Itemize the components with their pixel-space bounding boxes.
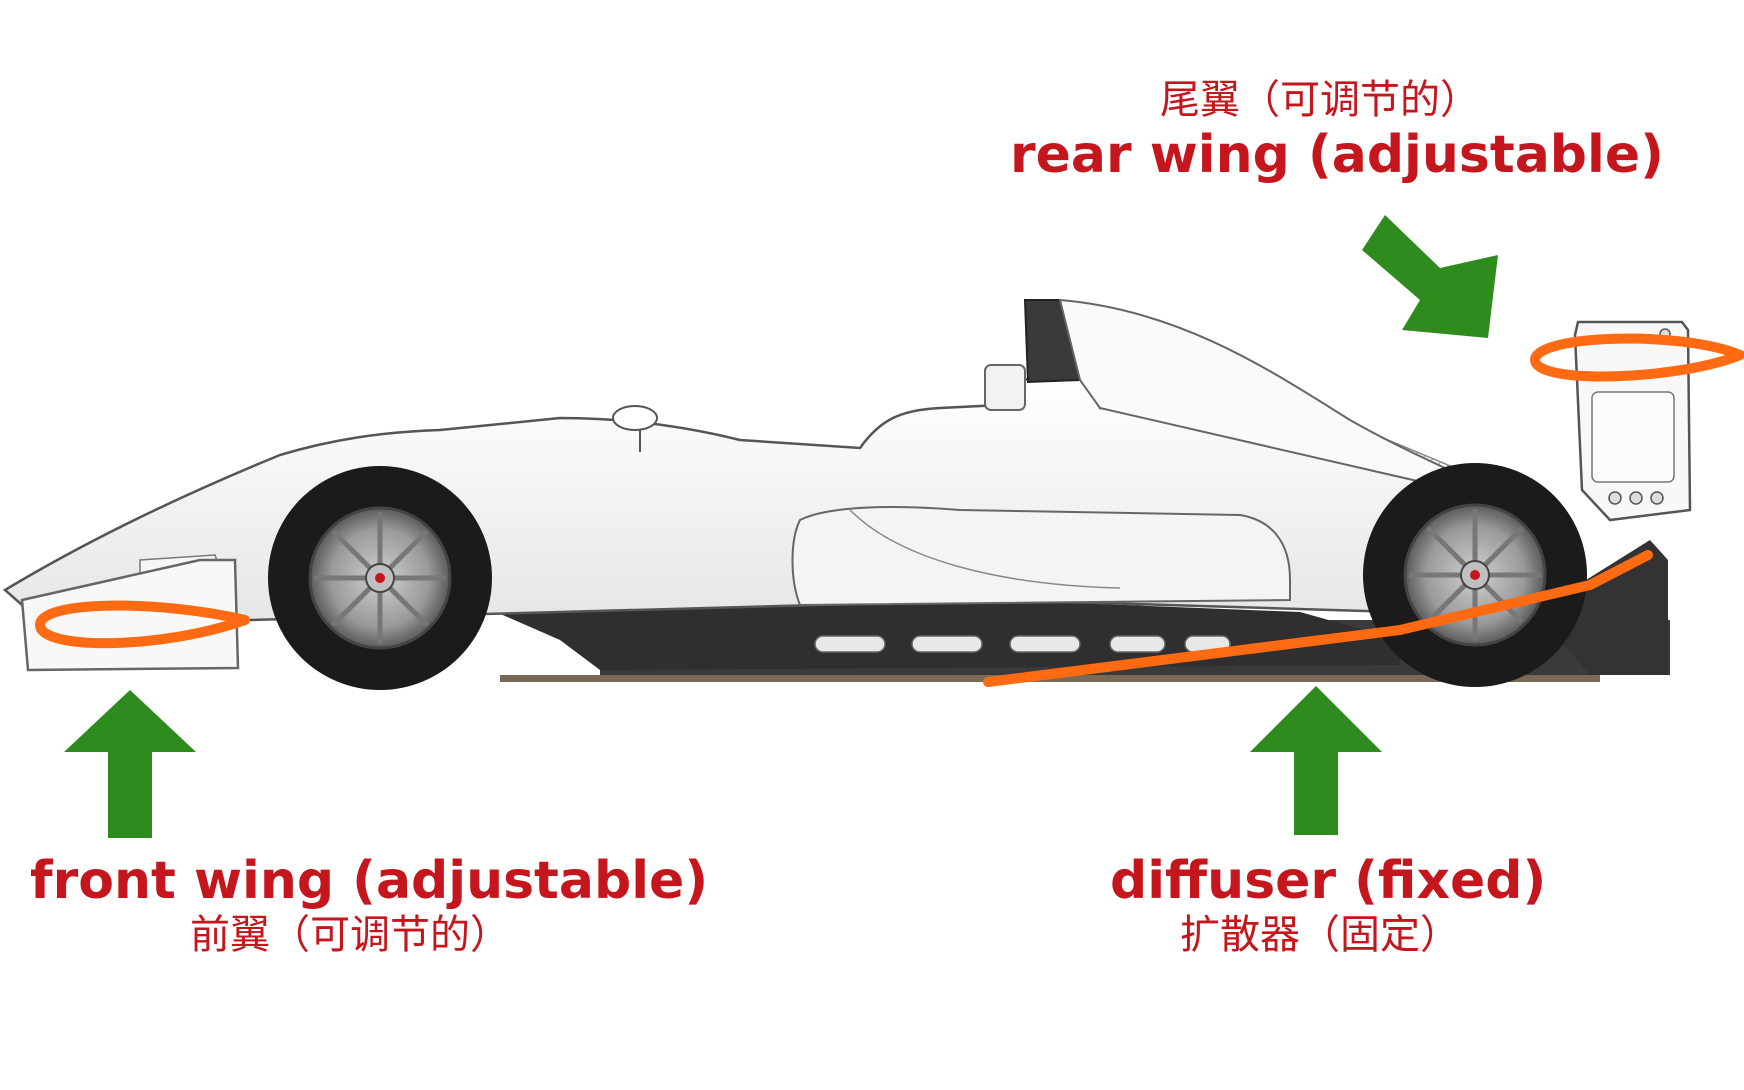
front-wing-label: front wing (adjustable) 前翼（可调节的）: [30, 851, 709, 958]
rear-wing-label: 尾翼（可调节的） rear wing (adjustable): [1010, 77, 1664, 185]
diffuser-arrow-icon: [1250, 686, 1382, 835]
rear-wing-panel: [1591, 391, 1675, 483]
front-wing-arrow-icon: [64, 690, 196, 838]
diffuser-highlight: [983, 550, 1653, 687]
rear-wing-arrow-icon: [1362, 215, 1498, 338]
front-wing-label-zh: 前翼（可调节的）: [190, 911, 510, 958]
sidepod-line: [849, 509, 1121, 589]
diffuser-body: [1560, 540, 1668, 675]
rear-wheel: [1363, 463, 1587, 687]
rear-wing-highlight: [1530, 333, 1744, 382]
carbon-sidepod-lower: [480, 600, 1400, 670]
sidepod: [791, 506, 1291, 607]
rear-wing-label-en: rear wing (adjustable): [1010, 125, 1664, 185]
front-wing-highlight: [35, 600, 250, 649]
diffuser-label: diffuser (fixed) 扩散器（固定）: [1110, 851, 1547, 958]
diffuser-label-zh: 扩散器（固定）: [1180, 911, 1460, 958]
floor-vents: [814, 635, 1231, 653]
front-wheel: [268, 466, 492, 690]
cockpit-headrest: [984, 364, 1026, 411]
diffuser-label-en: diffuser (fixed): [1110, 851, 1547, 911]
mirror: [612, 405, 658, 431]
rear-wing-label-zh: 尾翼（可调节的）: [1160, 77, 1480, 123]
front-wing-label-en: front wing (adjustable): [30, 851, 709, 911]
